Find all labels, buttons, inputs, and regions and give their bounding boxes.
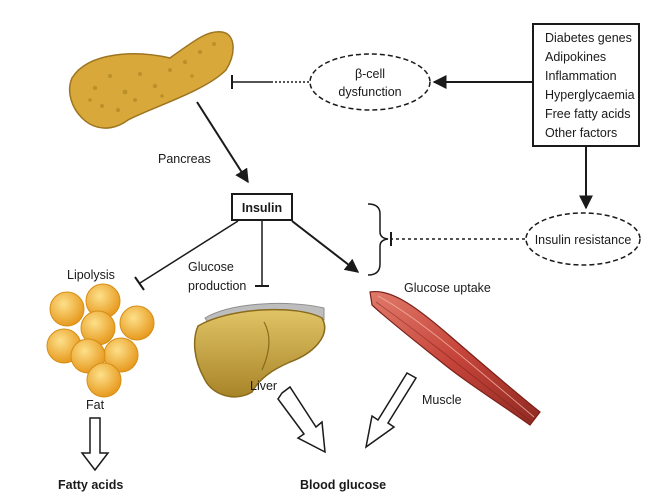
liver-label: Liver <box>250 379 277 393</box>
factor-hyperglycaemia: Hyperglycaemia <box>545 88 635 102</box>
blood-glucose-label: Blood glucose <box>300 478 386 492</box>
glucose-uptake-label: Glucose uptake <box>404 281 491 295</box>
factor-diabetes-genes: Diabetes genes <box>545 31 632 45</box>
lipolysis-label: Lipolysis <box>67 268 115 282</box>
fat-label: Fat <box>86 398 105 412</box>
inhibit-insulin-resistance-to-actions <box>390 232 525 246</box>
factor-free-fatty-acids: Free fatty acids <box>545 107 630 121</box>
insulin-actions-brace <box>367 203 389 276</box>
fat-cell-cluster <box>46 283 155 398</box>
pancreas-label: Pancreas <box>158 152 211 166</box>
arrow-liver-to-blood-glucose <box>277 385 326 454</box>
glucose-production-label-1: Glucose <box>188 260 234 274</box>
insulin-node: Insulin <box>231 193 293 221</box>
pancreas-illustration <box>68 31 234 129</box>
arrow-pancreas-to-insulin <box>196 101 249 184</box>
inhibit-insulin-to-glucose-production <box>255 221 269 287</box>
arrow-insulin-to-glucose-uptake <box>291 220 360 273</box>
insulin-label: Insulin <box>242 201 282 215</box>
muscle-illustration <box>369 290 541 426</box>
dysfunction-label: dysfunction <box>338 85 401 99</box>
arrow-fat-to-fatty-acids <box>80 417 110 472</box>
insulin-resistance-node: Insulin resistance <box>525 212 641 266</box>
factor-adipokines: Adipokines <box>545 50 606 64</box>
arrow-muscle-to-blood-glucose <box>364 371 418 449</box>
beta-cell-label: β-cell <box>355 67 385 81</box>
glucose-production-label-2: production <box>188 279 246 293</box>
beta-cell-dysfunction-node: β-cell dysfunction <box>309 53 431 111</box>
factors-box: Diabetes genes Adipokines Inflammation H… <box>532 23 640 147</box>
fatty-acids-label: Fatty acids <box>58 478 123 492</box>
inhibit-insulin-to-lipolysis <box>134 220 239 291</box>
factor-inflammation: Inflammation <box>545 69 617 83</box>
muscle-label: Muscle <box>422 393 462 407</box>
insulin-resistance-label: Insulin resistance <box>535 233 632 247</box>
liver-illustration <box>193 302 326 398</box>
inhibit-beta-cell-to-pancreas <box>231 75 309 89</box>
factor-other: Other factors <box>545 126 617 140</box>
